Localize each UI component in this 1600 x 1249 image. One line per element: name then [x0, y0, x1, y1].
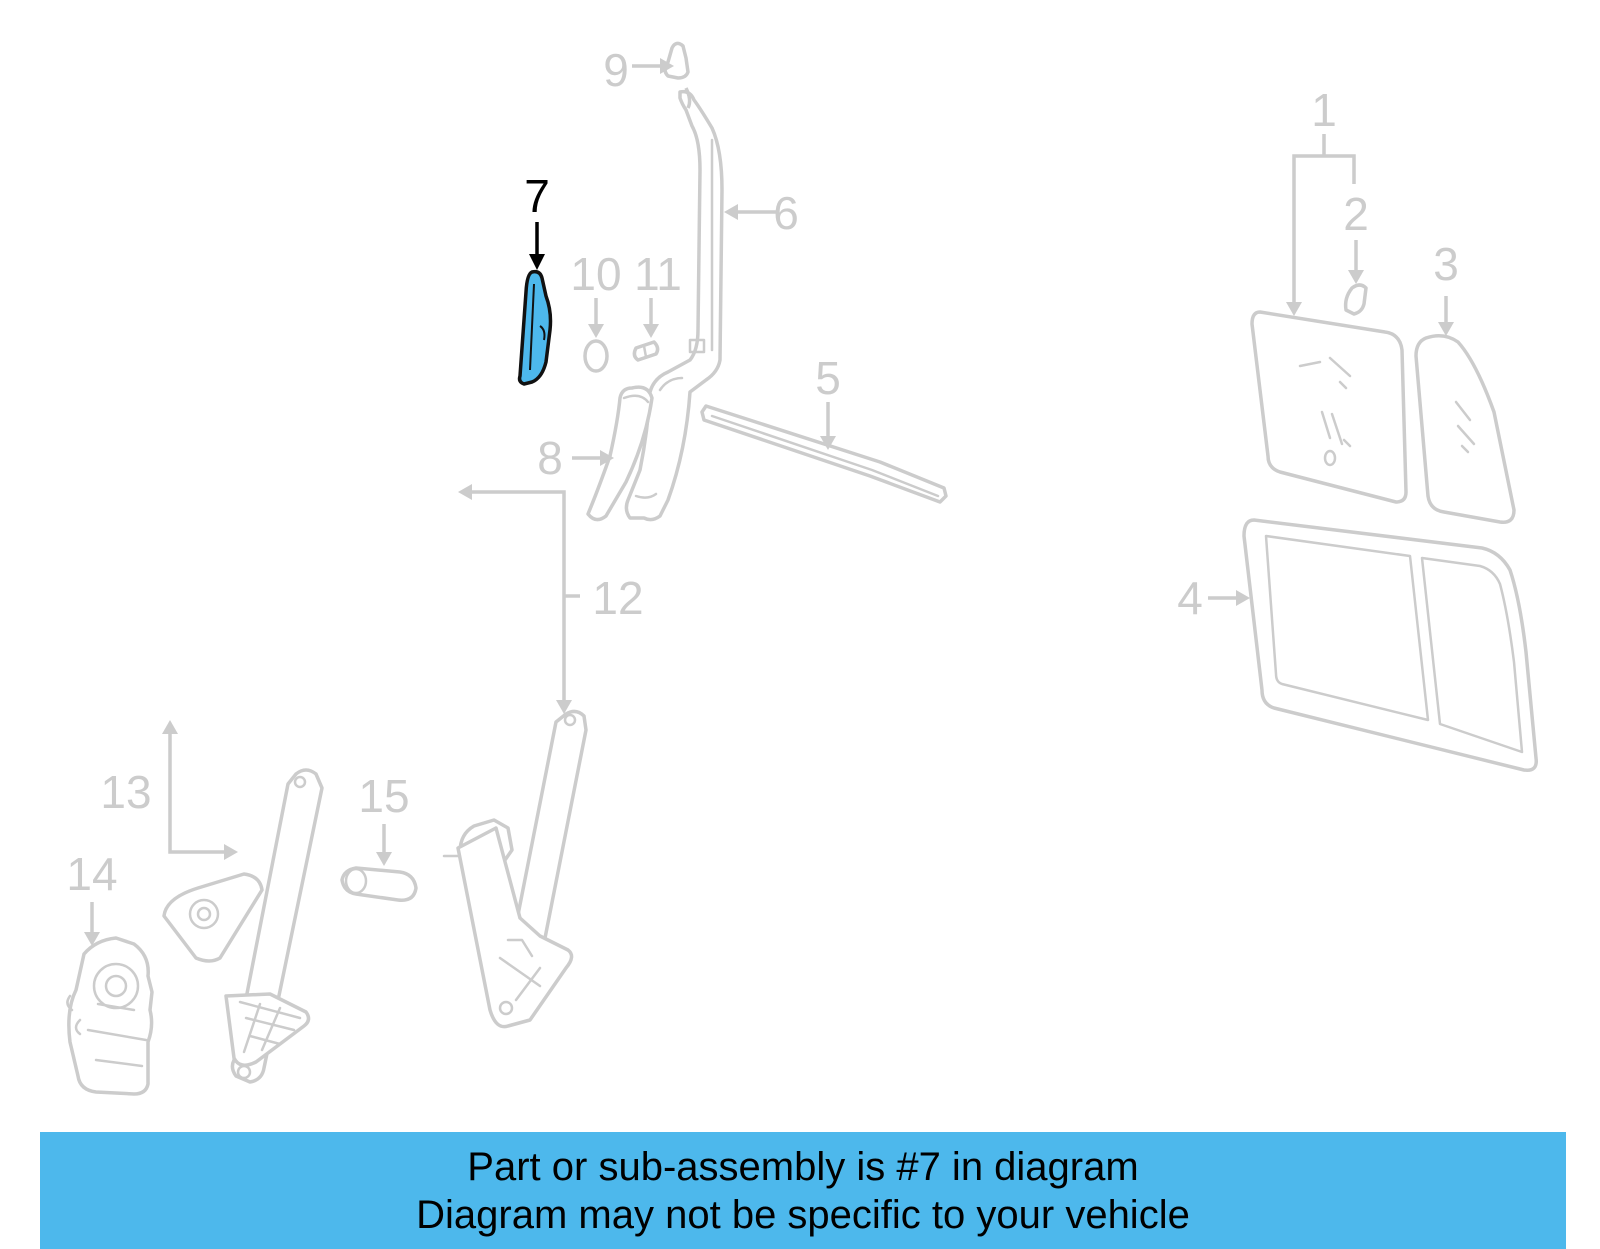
leader-11 [643, 298, 659, 338]
leader-2 [1348, 240, 1364, 284]
callout-7[interactable]: 7 [524, 170, 550, 222]
leader-9 [632, 58, 692, 109]
part-7-trim-highlighted[interactable] [517, 269, 553, 386]
part-12-regulator [442, 709, 588, 1029]
callout-3[interactable]: 3 [1433, 238, 1459, 290]
leader-8 [572, 450, 614, 466]
part-10-grommet [583, 339, 609, 373]
banner-line-1: Part or sub-assembly is #7 in diagram [467, 1144, 1139, 1189]
part-1-door-glass [1250, 310, 1408, 504]
callout-1[interactable]: 1 [1311, 84, 1337, 136]
leader-5 [820, 402, 836, 450]
leader-12 [458, 484, 580, 714]
callout-15[interactable]: 15 [358, 770, 409, 822]
part-8-molding [586, 385, 654, 522]
leader-1 [1286, 134, 1356, 316]
part-15-bushing [340, 866, 418, 902]
part-5-weatherstrip [700, 404, 948, 504]
leader-15 [376, 824, 392, 866]
part-11-screw [632, 340, 660, 362]
callout-12[interactable]: 12 [592, 572, 643, 624]
callout-8[interactable]: 8 [537, 432, 563, 484]
callout-10[interactable]: 10 [570, 248, 621, 300]
banner-line-2: Diagram may not be specific to your vehi… [416, 1192, 1190, 1237]
callout-2[interactable]: 2 [1343, 188, 1369, 240]
part-14-motor [66, 936, 154, 1096]
part-9-clip [663, 41, 690, 80]
callout-6[interactable]: 6 [773, 187, 799, 239]
callout-14[interactable]: 14 [66, 848, 117, 900]
leader-4 [1208, 590, 1250, 606]
leader-3 [1438, 296, 1454, 336]
callout-11[interactable]: 11 [634, 248, 682, 300]
callout-5[interactable]: 5 [815, 352, 841, 404]
part-6-pillar-trim [624, 89, 724, 522]
info-banner: Part or sub-assembly is #7 in diagram Di… [40, 1132, 1566, 1249]
leader-7 [529, 222, 545, 270]
part-13-regulator [162, 768, 324, 1084]
leader-14 [84, 902, 100, 946]
part-4-window-frame [1242, 518, 1538, 772]
part-2-guide [1343, 283, 1368, 316]
leader-10 [588, 298, 604, 338]
part-3-quarter-glass [1414, 334, 1516, 524]
callout-4[interactable]: 4 [1177, 572, 1203, 624]
callout-13[interactable]: 13 [100, 766, 151, 818]
callout-9[interactable]: 9 [603, 44, 629, 96]
leader-13 [162, 720, 238, 860]
leader-6 [724, 204, 776, 220]
